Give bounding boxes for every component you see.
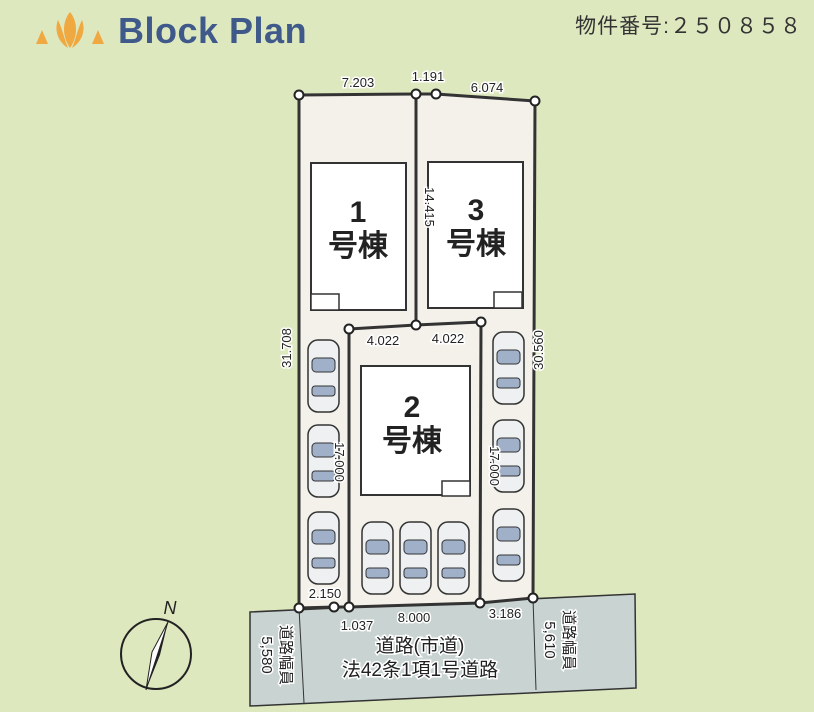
road-width-right: 5,610 — [541, 621, 558, 659]
lot2-number: 2 — [404, 391, 421, 424]
dim-bottom-left: 2.150 — [309, 586, 342, 601]
house-3[interactable] — [427, 161, 524, 309]
road-width-left: 5,580 — [258, 636, 275, 674]
lot2-label: 号棟 — [382, 425, 443, 458]
lot1-label: 号棟 — [328, 230, 389, 263]
dim-bottom-small: 1.037 — [341, 618, 374, 633]
boundary-point — [293, 602, 305, 614]
parked-car-icon — [492, 419, 525, 493]
road-name: 道路(市道) — [376, 635, 465, 657]
boundary-point — [529, 95, 541, 107]
lot1-number: 1 — [350, 196, 367, 229]
boundary-point — [475, 316, 487, 328]
boundary-point — [430, 88, 442, 100]
parked-car-icon — [492, 508, 525, 582]
house-1[interactable] — [310, 162, 407, 311]
house-2[interactable] — [360, 365, 471, 496]
property-number-label: 物件番号: — [575, 15, 670, 38]
dim-lot3-strip: 17.000 — [487, 446, 502, 486]
parked-car-icon — [307, 424, 340, 498]
boundary-point — [410, 319, 422, 331]
parked-car-icon — [492, 331, 525, 405]
dim-lot3-left: 14.415 — [422, 187, 437, 227]
logo-lotus-icon — [32, 8, 108, 57]
parked-car-icon — [307, 339, 340, 413]
lot3-label: 号棟 — [446, 228, 507, 261]
compass-label: N — [164, 598, 178, 618]
parked-car-icon — [361, 521, 394, 595]
parked-car-icon — [399, 521, 432, 595]
boundary-points — [293, 88, 541, 614]
boundary-point — [474, 597, 486, 609]
dim-left-side: 31.708 — [279, 328, 294, 368]
dim-lot2-top-left: 4.022 — [367, 333, 400, 348]
property-number: 物件番号:２５０８５８ — [575, 10, 802, 40]
parked-car-icon — [307, 511, 340, 585]
parking-spaces — [307, 331, 525, 595]
page-title: Block Plan — [118, 10, 308, 51]
parked-car-icon — [437, 521, 470, 595]
boundary-point — [293, 89, 305, 101]
dim-lot1-strip: 17.000 — [332, 442, 347, 482]
road-width-line-right — [532, 597, 537, 691]
compass-north-icon: N — [120, 598, 192, 691]
boundary-point — [527, 592, 539, 604]
dim-lot2-top-right: 4.022 — [432, 331, 465, 346]
road-type: 法42条1項1号道路 — [342, 659, 498, 681]
boundary-point — [343, 601, 355, 613]
entrance-step-icon — [310, 291, 523, 497]
road-width-line-left — [298, 607, 305, 704]
boundary-point — [328, 601, 340, 613]
road-width-label-left: 道路幅員 — [277, 625, 294, 685]
dim-top-left: 7.203 — [342, 75, 375, 90]
dim-bottom-right: 3.186 — [489, 606, 522, 621]
lot3-number: 3 — [468, 194, 485, 227]
boundary-point — [410, 88, 422, 100]
road-width-label-right: 道路幅員 — [560, 610, 577, 670]
property-number-value: ２５０８５８ — [670, 15, 802, 38]
boundary-point — [343, 323, 355, 335]
dim-bottom-mid: 8.000 — [398, 610, 431, 625]
dim-top-right: 6.074 — [471, 80, 504, 95]
dim-right-side: 30.560 — [531, 330, 546, 370]
lot1-boundary — [347, 94, 418, 607]
dim-top-mid: 1.191 — [412, 69, 445, 84]
